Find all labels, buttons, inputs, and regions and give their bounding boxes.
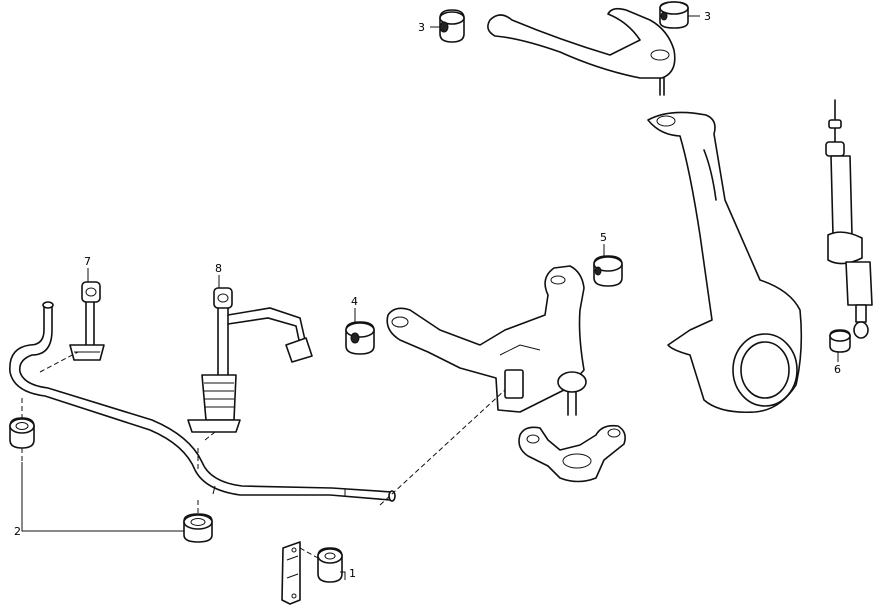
callout-1: 1 — [349, 567, 356, 580]
shock-absorber — [825, 99, 873, 339]
callout-3-right: 3 — [704, 10, 711, 23]
upper-arm-bushing-left — [439, 9, 465, 43]
steering-knuckle — [647, 111, 803, 414]
lower-arm-bushing-5 — [593, 255, 623, 287]
callout-5: 5 — [600, 231, 607, 244]
stabilizer-bracket — [281, 541, 301, 605]
stabilizer-bushing-1 — [317, 547, 343, 583]
callout-2: 2 — [14, 525, 21, 538]
callout-4: 4 — [351, 295, 358, 308]
callout-3-left: 3 — [418, 21, 425, 34]
callout-labels: 1 2 3 3 4 5 6 7 8 — [14, 10, 841, 580]
upper-arm-bushing-right — [659, 1, 689, 29]
stabilizer-bar — [9, 301, 396, 502]
assembly-dashed-lines — [21, 351, 506, 559]
callout-8: 8 — [215, 262, 222, 275]
lower-arm-bushing-4 — [345, 321, 375, 355]
stabilizer-bushing-left — [9, 417, 35, 449]
stabilizer-bushing-right — [183, 513, 213, 543]
shock-bushing-6 — [829, 329, 851, 353]
lower-control-arm — [386, 265, 587, 416]
callout-7: 7 — [84, 255, 91, 268]
stabilizer-link — [69, 281, 105, 361]
hose-bracket-assembly — [187, 287, 313, 433]
lower-ball-joint-bracket — [518, 424, 626, 483]
upper-control-arm — [487, 7, 676, 96]
callout-6: 6 — [834, 363, 841, 376]
callout-leaders — [21, 15, 839, 580]
